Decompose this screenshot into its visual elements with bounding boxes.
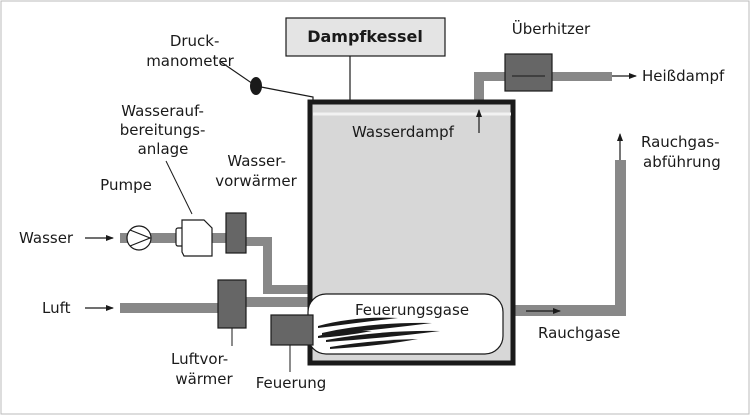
label-feuerungsgase: Feuerungsgase [355,301,469,319]
steam-pipe-to-superheater [474,72,506,81]
label-heissdampf: Heißdampf [642,67,725,85]
water-pipe-treatment-preheater [210,233,226,243]
label-wasser: Wasser [19,229,74,247]
superheater [504,53,553,92]
label-feuerung: Feuerung [256,374,326,392]
water-pipe-pump-treatment [150,233,180,243]
flame-icon [318,317,440,349]
air-pipe-inlet [120,303,218,313]
steam-pipe-vertical [474,72,484,104]
flow-arrows [85,73,637,314]
label-rauchgase: Rauchgase [538,324,620,342]
label-wasservorwaermer: Wasser- vorwärmer [215,152,297,190]
water-pipe-vertical [263,237,272,293]
flue-pipe-horizontal [500,305,626,316]
air-preheater [217,279,247,329]
treatment-label-line [165,160,193,215]
water-pipe-preheater-out [246,237,272,246]
water-pipe-to-boiler [263,285,313,294]
air-pipe-to-boiler [246,297,313,307]
label-ueberhitzer: Überhitzer [512,19,591,38]
manometer-line [220,61,314,102]
steam-pipe-out [552,72,612,81]
label-rauchgasabfuehrung: Rauchgas- abführung [641,133,724,171]
title-dampfkessel: Dampfkessel [307,27,423,46]
flue-pipe-vertical [615,160,626,316]
manometer-icon [250,77,262,95]
pump-icon [126,225,152,251]
water-preheater [225,212,247,254]
burner [270,314,314,346]
title-box [285,17,446,57]
label-pumpe: Pumpe [100,176,152,194]
label-wasserdampf: Wasserdampf [352,123,455,141]
label-luftvorwaermer: Luftvor- wärmer [171,350,234,388]
label-druckmanometer: Druck- manometer [146,32,234,70]
water-treatment-unit [175,219,213,257]
label-wasseraufbereitungsanlage: Wasserauf- bereitungs- anlage [120,102,210,158]
label-luft: Luft [42,299,71,317]
